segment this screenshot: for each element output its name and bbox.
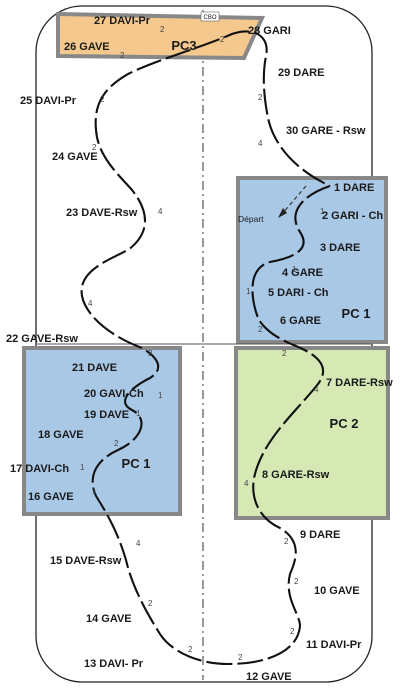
cbo-label: CBO: [203, 15, 216, 21]
stride-count: 2: [290, 627, 295, 636]
stride-count: 4: [258, 139, 263, 148]
stride-count: 1: [136, 409, 141, 418]
zone-pc1-right: [236, 176, 388, 344]
station-7: 7 DARE-Rsw: [326, 377, 393, 389]
stride-count: 2: [258, 325, 263, 334]
station-20: 20 GAVI-Ch: [84, 388, 144, 400]
stride-count: 2: [120, 51, 125, 60]
zone-label-pc2: PC 2: [330, 416, 359, 431]
stride-count: 2: [160, 25, 165, 34]
zone-label-pc1-right: PC 1: [342, 306, 371, 321]
zone-pc3: [56, 11, 266, 61]
stride-count: 1: [246, 287, 251, 296]
course-path: [80, 30, 331, 666]
station-9: 9 DARE: [300, 529, 340, 541]
station-12: 12 GAVE: [246, 671, 292, 683]
station-27: 27 DAVI-Pr: [94, 15, 151, 27]
station-30: 30 GARE - Rsw: [286, 125, 366, 137]
station-26: 26 GAVE: [64, 41, 110, 53]
station-1: 1 DARE: [334, 182, 374, 194]
stride-count: 1: [80, 463, 85, 472]
station-24: 24 GAVE: [52, 151, 98, 163]
station-29: 29 DARE: [278, 67, 324, 79]
stride-count: 4: [244, 479, 249, 488]
station-17: 17 DAVI-Ch: [10, 463, 69, 475]
stride-count: 1: [320, 207, 325, 216]
stride-count: 4: [136, 539, 141, 548]
start-arrow-icon: [278, 208, 287, 218]
stride-count: 2: [220, 35, 225, 44]
station-5: 5 DARI - Ch: [268, 287, 329, 299]
start-approach: [281, 185, 307, 215]
station-23: 23 DAVE-Rsw: [66, 207, 138, 219]
station-16: 16 GAVE: [28, 491, 74, 503]
zone-label-pc1-left: PC 1: [122, 456, 151, 471]
station-4: 4 GARE: [282, 267, 323, 279]
stride-count: 4: [88, 299, 93, 308]
stride-count: 2: [258, 93, 263, 102]
start-label: Départ: [238, 214, 264, 224]
stride-count: 4: [158, 207, 163, 216]
stride-count: 2: [114, 439, 119, 448]
station-14: 14 GAVE: [86, 613, 132, 625]
zone-label-pc3: PC3: [171, 38, 196, 53]
stride-count: 1: [158, 391, 163, 400]
stride-count: 1: [92, 487, 97, 496]
cbo-box: [200, 11, 220, 22]
station-6: 6 GARE: [280, 315, 321, 327]
station-19: 19 DAVE: [84, 409, 129, 421]
station-28: 28 GARI: [248, 25, 291, 37]
stride-count: 2: [284, 537, 289, 546]
stride-count: 2: [100, 95, 105, 104]
stride-count: 2: [148, 599, 153, 608]
stride-count: 2: [294, 577, 299, 586]
station-2: 2 GARI - Ch: [322, 210, 383, 222]
stride-count: 2: [238, 653, 243, 662]
station-18: 18 GAVE: [38, 429, 84, 441]
zone-pc2: [234, 346, 390, 520]
station-8: 8 GARE-Rsw: [262, 469, 330, 481]
stride-count: 2: [282, 349, 287, 358]
station-15: 15 DAVE-Rsw: [50, 555, 122, 567]
station-21: 21 DAVE: [72, 362, 117, 374]
station-3: 3 DARE: [320, 242, 360, 254]
stride-count: 2: [92, 143, 97, 152]
stride-count: 2: [148, 349, 153, 358]
stride-count: 2: [188, 645, 193, 654]
station-10: 10 GAVE: [314, 585, 360, 597]
station-25: 25 DAVI-Pr: [20, 95, 77, 107]
station-11: 11 DAVI-Pr: [306, 639, 362, 651]
stride-count: 1: [292, 265, 297, 274]
station-22: 22 GAVE-Rsw: [6, 333, 78, 345]
stride-count: 4: [314, 385, 319, 394]
station-13: 13 DAVI- Pr: [84, 658, 144, 670]
